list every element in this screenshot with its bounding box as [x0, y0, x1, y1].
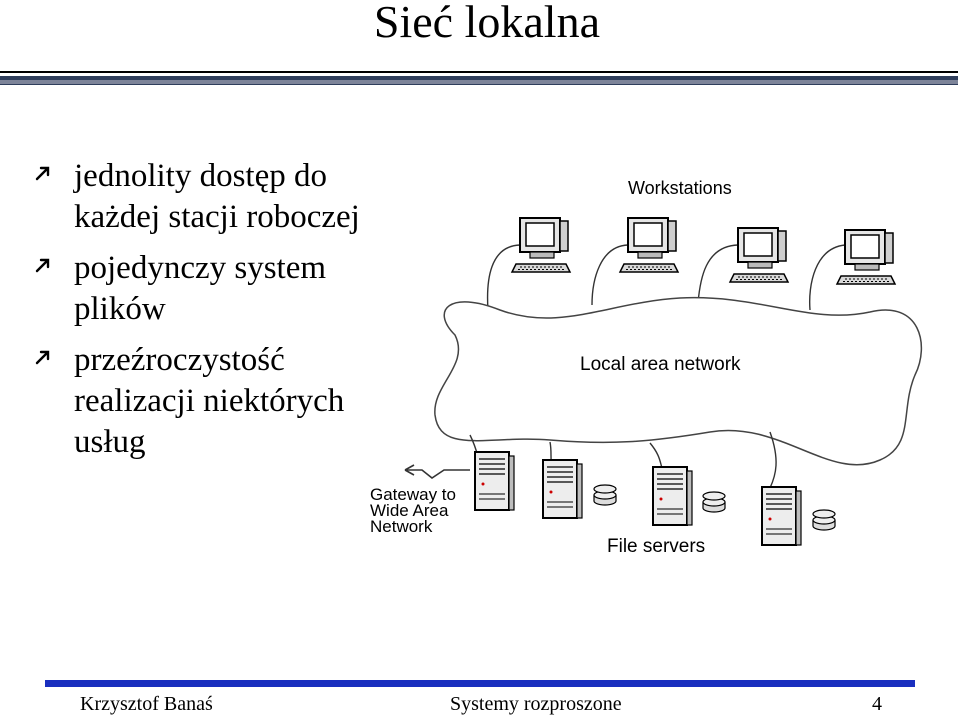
workstation-icon	[836, 229, 896, 285]
page-number: 4	[872, 693, 882, 715]
disk-icon	[812, 509, 836, 531]
workstation-icon	[729, 227, 789, 283]
file-server-icon	[761, 486, 802, 546]
gateway-arrow	[404, 464, 470, 479]
bullet-item: pojedynczy system plików	[34, 248, 364, 330]
workstation-icon	[619, 217, 679, 273]
workstation-links	[486, 244, 846, 311]
workstation-icon	[511, 217, 571, 273]
disk-icon	[702, 491, 726, 513]
footer-course: Systemy rozproszone	[450, 693, 622, 715]
gateway-server-icon	[474, 451, 515, 511]
lan-cloud	[434, 296, 923, 466]
file-server-icon	[652, 466, 693, 526]
footer-divider	[45, 680, 915, 687]
bullet-text: przeźroczystość realizacji niektórych us…	[74, 342, 345, 460]
footer-author: Krzysztof Banaś	[80, 693, 213, 715]
arrow-bullet-icon	[35, 350, 50, 365]
lan-label: Local area network	[580, 354, 741, 375]
bullet-text: pojedynczy system plików	[74, 250, 327, 327]
gateway-label-line-2: Wide Area	[370, 501, 449, 520]
arrow-bullet-icon	[35, 166, 50, 181]
file-server-icon	[542, 459, 583, 519]
bullet-text: jednolity dostęp do każdej stacji robocz…	[74, 158, 360, 235]
gateway-label-line-1: Gateway to	[370, 485, 456, 504]
title-divider-shade	[0, 80, 958, 84]
title-divider-top	[0, 71, 958, 73]
page-title: Sieć lokalna	[373, 0, 600, 47]
bullet-item: jednolity dostęp do każdej stacji robocz…	[34, 156, 364, 238]
arrow-bullet-icon	[35, 258, 50, 273]
bullet-list: jednolity dostęp do każdej stacji robocz…	[34, 156, 364, 473]
lan-diagram: Workstations Local area network Gateway …	[370, 178, 923, 557]
disk-icon	[593, 484, 617, 506]
file-servers-label: File servers	[607, 536, 705, 557]
bullet-item: przeźroczystość realizacji niektórych us…	[34, 340, 364, 463]
workstations-label: Workstations	[628, 178, 732, 198]
gateway-label-line-3: Network	[370, 517, 433, 536]
